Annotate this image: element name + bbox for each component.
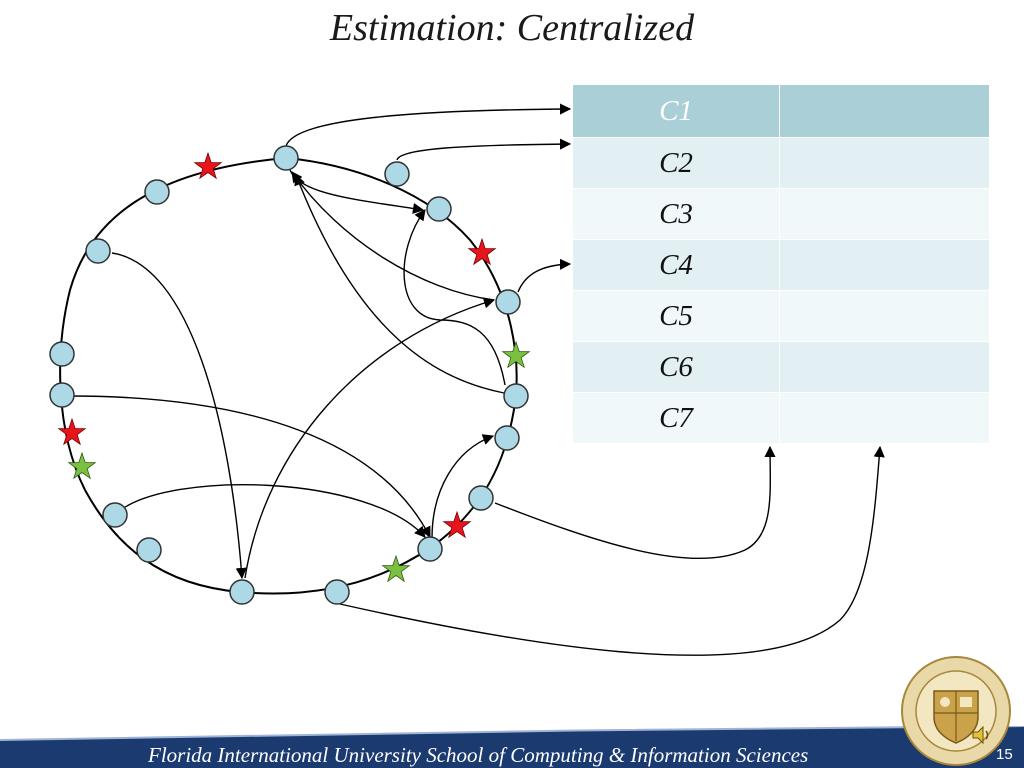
cluster-table: C1 C2 C3 C4 C5 C6 C7: [572, 84, 990, 444]
red-star-icon: [442, 510, 472, 539]
cluster-label: C2: [572, 137, 780, 189]
node: [384, 161, 410, 187]
red-star-icon: [193, 151, 223, 180]
arrow-top-to-c1: [285, 103, 572, 147]
arrow-left-mid-to-bottom: [69, 395, 431, 538]
node: [468, 485, 494, 511]
table-row: C5: [572, 290, 990, 342]
node: [494, 425, 520, 451]
node: [102, 502, 128, 528]
arrow-bottom-to-right: [244, 297, 496, 579]
arrow-node-to-col1: [494, 445, 776, 560]
cluster-value: [779, 290, 990, 342]
table-row: C4: [572, 239, 990, 291]
arrow-node-to-col2: [339, 445, 885, 656]
arrow-node-to-c4: [517, 258, 572, 293]
cluster-value: [779, 188, 990, 240]
cluster-label: C1: [572, 84, 780, 138]
arrow-c6-to-top: [294, 173, 505, 394]
node: [503, 383, 529, 409]
arrow-bottom-to-right-low: [431, 434, 495, 539]
red-star-icon: [467, 237, 497, 266]
node: [49, 341, 75, 367]
cluster-value: [779, 392, 990, 444]
ring-outline: [59, 156, 518, 595]
node: [49, 382, 75, 408]
arrow-lower-left-to-bottom: [117, 483, 426, 538]
table-row: C3: [572, 188, 990, 240]
footer-curve: [0, 726, 1024, 768]
node: [324, 579, 350, 605]
node: [273, 145, 299, 171]
cluster-label: C7: [572, 392, 780, 444]
node: [426, 196, 452, 222]
university-seal-icon: [901, 656, 1011, 766]
node: [144, 179, 170, 205]
page-number: 15: [996, 746, 1013, 763]
red-star-icon: [57, 417, 87, 446]
node: [495, 289, 521, 315]
cluster-label: C4: [572, 239, 780, 291]
cluster-label: C6: [572, 341, 780, 393]
arrow-left-to-bottom: [111, 252, 247, 580]
cluster-label: C3: [572, 188, 780, 240]
arrow-c7-to-ring: [403, 209, 506, 386]
node: [417, 536, 443, 562]
node: [229, 579, 255, 605]
arrow-right-to-top: [291, 171, 495, 301]
speaker-icon[interactable]: [970, 724, 992, 746]
cluster-value: [779, 341, 990, 393]
table-row: C6: [572, 341, 990, 393]
cluster-label: C5: [572, 290, 780, 342]
arrow-node-to-c2: [396, 138, 572, 161]
green-star-icon: [67, 451, 97, 480]
node: [85, 238, 111, 264]
footer-text: Florida International University School …: [148, 743, 809, 767]
green-star-icon: [381, 554, 411, 583]
table-row: C1: [572, 84, 990, 138]
node: [136, 537, 162, 563]
slide-title: Estimation: Centralized: [329, 7, 695, 49]
table-row: C7: [572, 392, 990, 444]
cluster-value: [779, 137, 990, 189]
cluster-value: [779, 239, 990, 291]
table-row: C2: [572, 137, 990, 189]
green-star-icon: [501, 340, 531, 369]
footer-bar: Florida International University School …: [0, 726, 1024, 768]
cluster-value: [779, 84, 990, 138]
